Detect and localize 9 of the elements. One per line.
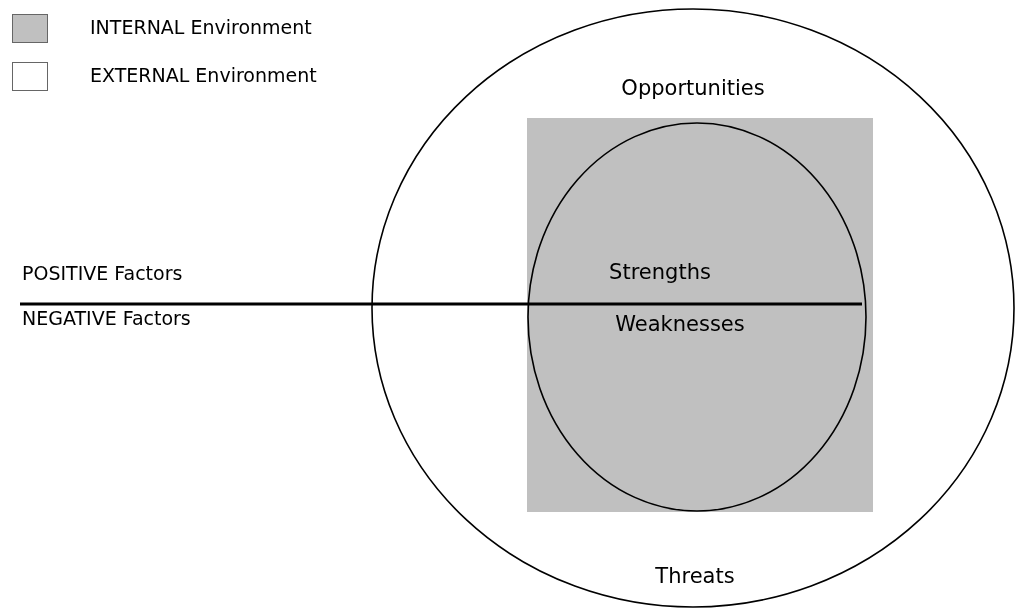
circle bbox=[371, 8, 1015, 608]
factor-label: NEGATIVE Factors bbox=[22, 307, 191, 329]
region-label: Opportunities bbox=[621, 76, 765, 100]
legend-label: EXTERNAL Environment bbox=[90, 64, 317, 86]
region-label: Weaknesses bbox=[615, 312, 745, 336]
region-label: Strengths bbox=[609, 260, 711, 284]
region-label: Threats bbox=[655, 564, 735, 588]
legend-label: INTERNAL Environment bbox=[90, 16, 312, 38]
factor-label: POSITIVE Factors bbox=[22, 262, 183, 284]
